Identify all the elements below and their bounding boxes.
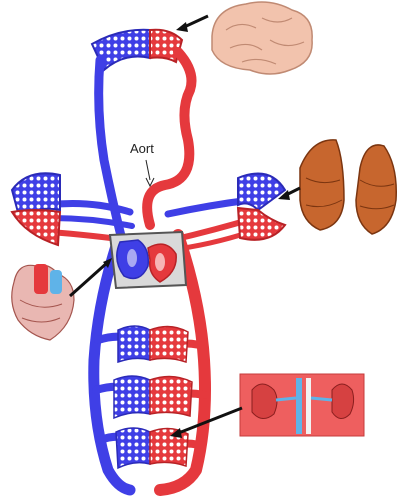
kidneys-icon: [240, 374, 364, 436]
right-lung-capillary-bed: [238, 174, 285, 240]
brain-icon: [212, 2, 312, 74]
brain-arrow: [176, 16, 208, 32]
aorta-label: Aort: [130, 141, 154, 156]
aorta-label-group: Aort: [130, 141, 154, 186]
heart-schematic: [110, 232, 186, 288]
head-capillary-bed: [92, 30, 182, 70]
lower-body-capillary-beds: [114, 326, 192, 468]
left-lung-capillary-bed: [12, 173, 60, 245]
heart-icon: [12, 264, 74, 340]
lungs-icon: [300, 140, 396, 234]
aorta-pointer-line: [146, 160, 150, 180]
